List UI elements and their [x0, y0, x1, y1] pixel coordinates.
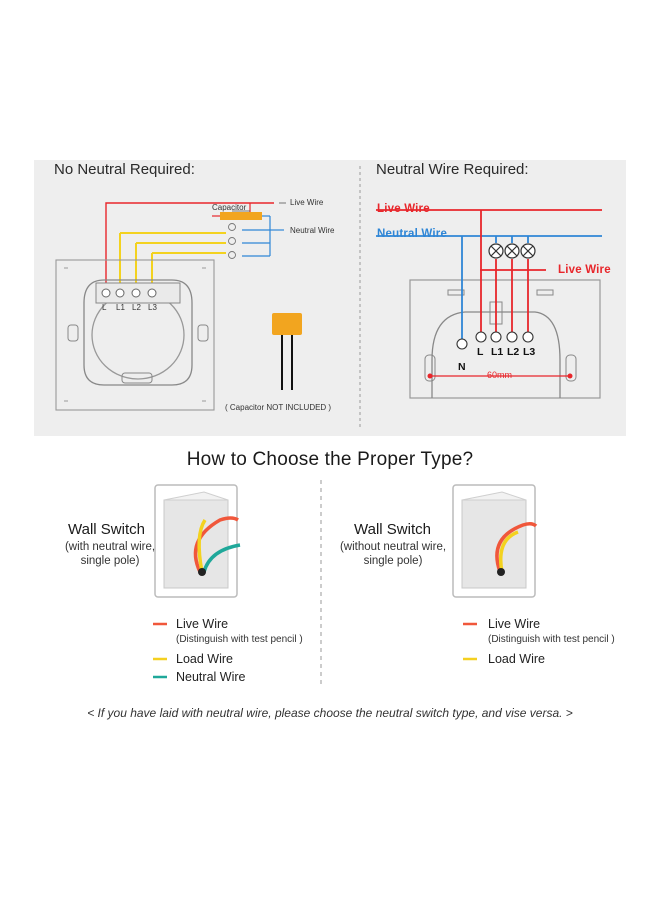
no-neutral-switch-subtitle-2: single pole)	[363, 555, 423, 567]
terminal-label-l: L	[102, 303, 107, 312]
terminal-label-l2: L2	[132, 303, 141, 312]
panel-divider	[359, 166, 361, 430]
live-wire-label: Live Wire	[290, 198, 324, 207]
terminal-label-l3: L3	[148, 303, 157, 312]
right-legend-swatches	[463, 622, 477, 661]
no-neutral-switch-title: Wall Switch	[354, 521, 431, 538]
neutral-switch-subtitle-2: single pole)	[80, 555, 140, 567]
capacitor-note: ( Capacitor NOT INCLUDED )	[225, 403, 332, 412]
terminal-label-l: L	[477, 346, 484, 358]
guide-divider	[320, 480, 322, 688]
switch-plate-outline	[409, 279, 601, 399]
switch-plate-outline	[55, 259, 215, 411]
no-neutral-switch-illustration	[452, 484, 538, 598]
right-panel-title: Neutral Wire Required:	[376, 161, 529, 178]
legend-load-wire: Load Wire	[176, 652, 233, 666]
left-legend-swatches	[153, 622, 167, 679]
legend-neutral-wire: Neutral Wire	[176, 670, 246, 684]
guide-heading: How to Choose the Proper Type?	[186, 449, 474, 470]
live-wire-label-top: Live Wire	[377, 203, 430, 215]
neutral-switch-title: Wall Switch	[68, 521, 145, 538]
neutral-switch-illustration	[154, 484, 241, 598]
legend-live-wire-note: (Distinguish with test pencil )	[488, 634, 615, 645]
neutral-wire-label: Neutral Wire	[377, 228, 448, 240]
neutral-switch-subtitle-1: (with neutral wire,	[64, 541, 156, 553]
selection-note: < If you have laid with neutral wire, pl…	[87, 706, 573, 720]
neutral-wire-diagram	[376, 209, 602, 399]
dimension-label: 60mm	[487, 370, 513, 380]
live-wire-label-side: Live Wire	[558, 264, 611, 276]
terminal-label-n: N	[458, 361, 466, 373]
legend-live-wire: Live Wire	[488, 617, 541, 631]
legend-load-wire: Load Wire	[488, 652, 545, 666]
lamp-icons	[228, 223, 236, 259]
no-neutral-switch-subtitle-1: (without neutral wire,	[339, 541, 447, 553]
terminal-label-l1: L1	[116, 303, 125, 312]
no-neutral-diagram	[55, 202, 302, 411]
lamp-icons	[488, 243, 536, 259]
capacitor-symbol	[220, 212, 262, 220]
neutral-wire-label: Neutral Wire	[290, 226, 335, 235]
left-panel-title: No Neutral Required:	[54, 161, 195, 178]
terminal-label-l2: L2	[507, 346, 520, 358]
terminal-label-l1: L1	[491, 346, 504, 358]
legend-live-wire: Live Wire	[176, 617, 229, 631]
capacitor-label: Capacitor	[212, 203, 247, 212]
capacitor-component	[272, 313, 302, 335]
legend-live-wire-note: (Distinguish with test pencil )	[176, 634, 303, 645]
terminal-label-l3: L3	[523, 346, 536, 358]
